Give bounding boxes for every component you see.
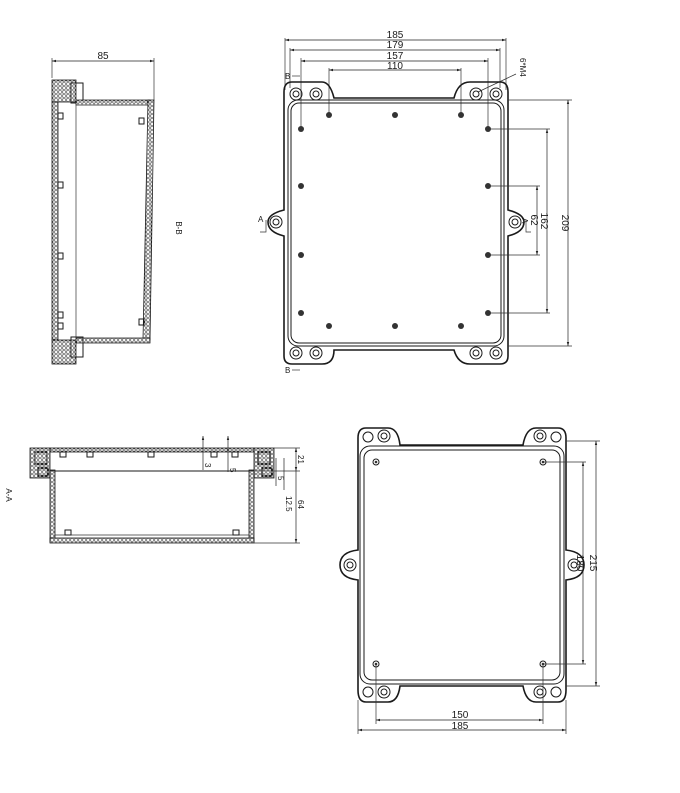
dim-width-185-back: 185	[452, 721, 469, 732]
dim-height-180: 180	[574, 555, 585, 572]
dim-width-185: 185	[387, 30, 404, 41]
dim-height-209: 209	[559, 215, 570, 232]
dim-5: 5	[228, 468, 237, 473]
dim-64: 64	[296, 500, 305, 509]
side-section-bb: 85 B-B	[51, 51, 183, 365]
dim-21: 21	[296, 455, 305, 464]
dim-height-162: 162	[538, 213, 549, 230]
section-mark-b-top: B	[285, 72, 290, 81]
dim-12-5: 12.5	[284, 496, 293, 512]
section-mark-a-left: A	[258, 215, 264, 224]
dim-depth-85: 85	[97, 51, 109, 62]
dim-width-150: 150	[452, 710, 469, 721]
dim-height-62: 62	[528, 214, 539, 226]
dim-3: 3	[203, 463, 212, 468]
bottom-section-aa: A-A 3 5 21 64	[4, 436, 305, 544]
lid-screws	[298, 112, 491, 329]
section-label-bb: B-B	[174, 221, 183, 234]
dim-5b: 5	[276, 476, 285, 481]
screw-callout: 6*M4	[518, 58, 527, 77]
dim-width-179: 179	[387, 40, 404, 51]
dim-width-157: 157	[387, 51, 404, 62]
dim-width-110: 110	[387, 61, 403, 72]
front-view: 185 179 157 110 6*M4	[258, 30, 572, 375]
section-label-aa: A-A	[4, 488, 13, 502]
section-mark-b-bottom: B	[285, 366, 290, 375]
corner-holes	[269, 87, 522, 360]
dim-height-215: 215	[587, 555, 598, 572]
back-mount-holes	[372, 458, 547, 668]
section-mark-a-right: A	[520, 218, 529, 224]
back-corner-holes	[343, 429, 581, 699]
back-view: 215 180 150 185	[339, 427, 600, 734]
